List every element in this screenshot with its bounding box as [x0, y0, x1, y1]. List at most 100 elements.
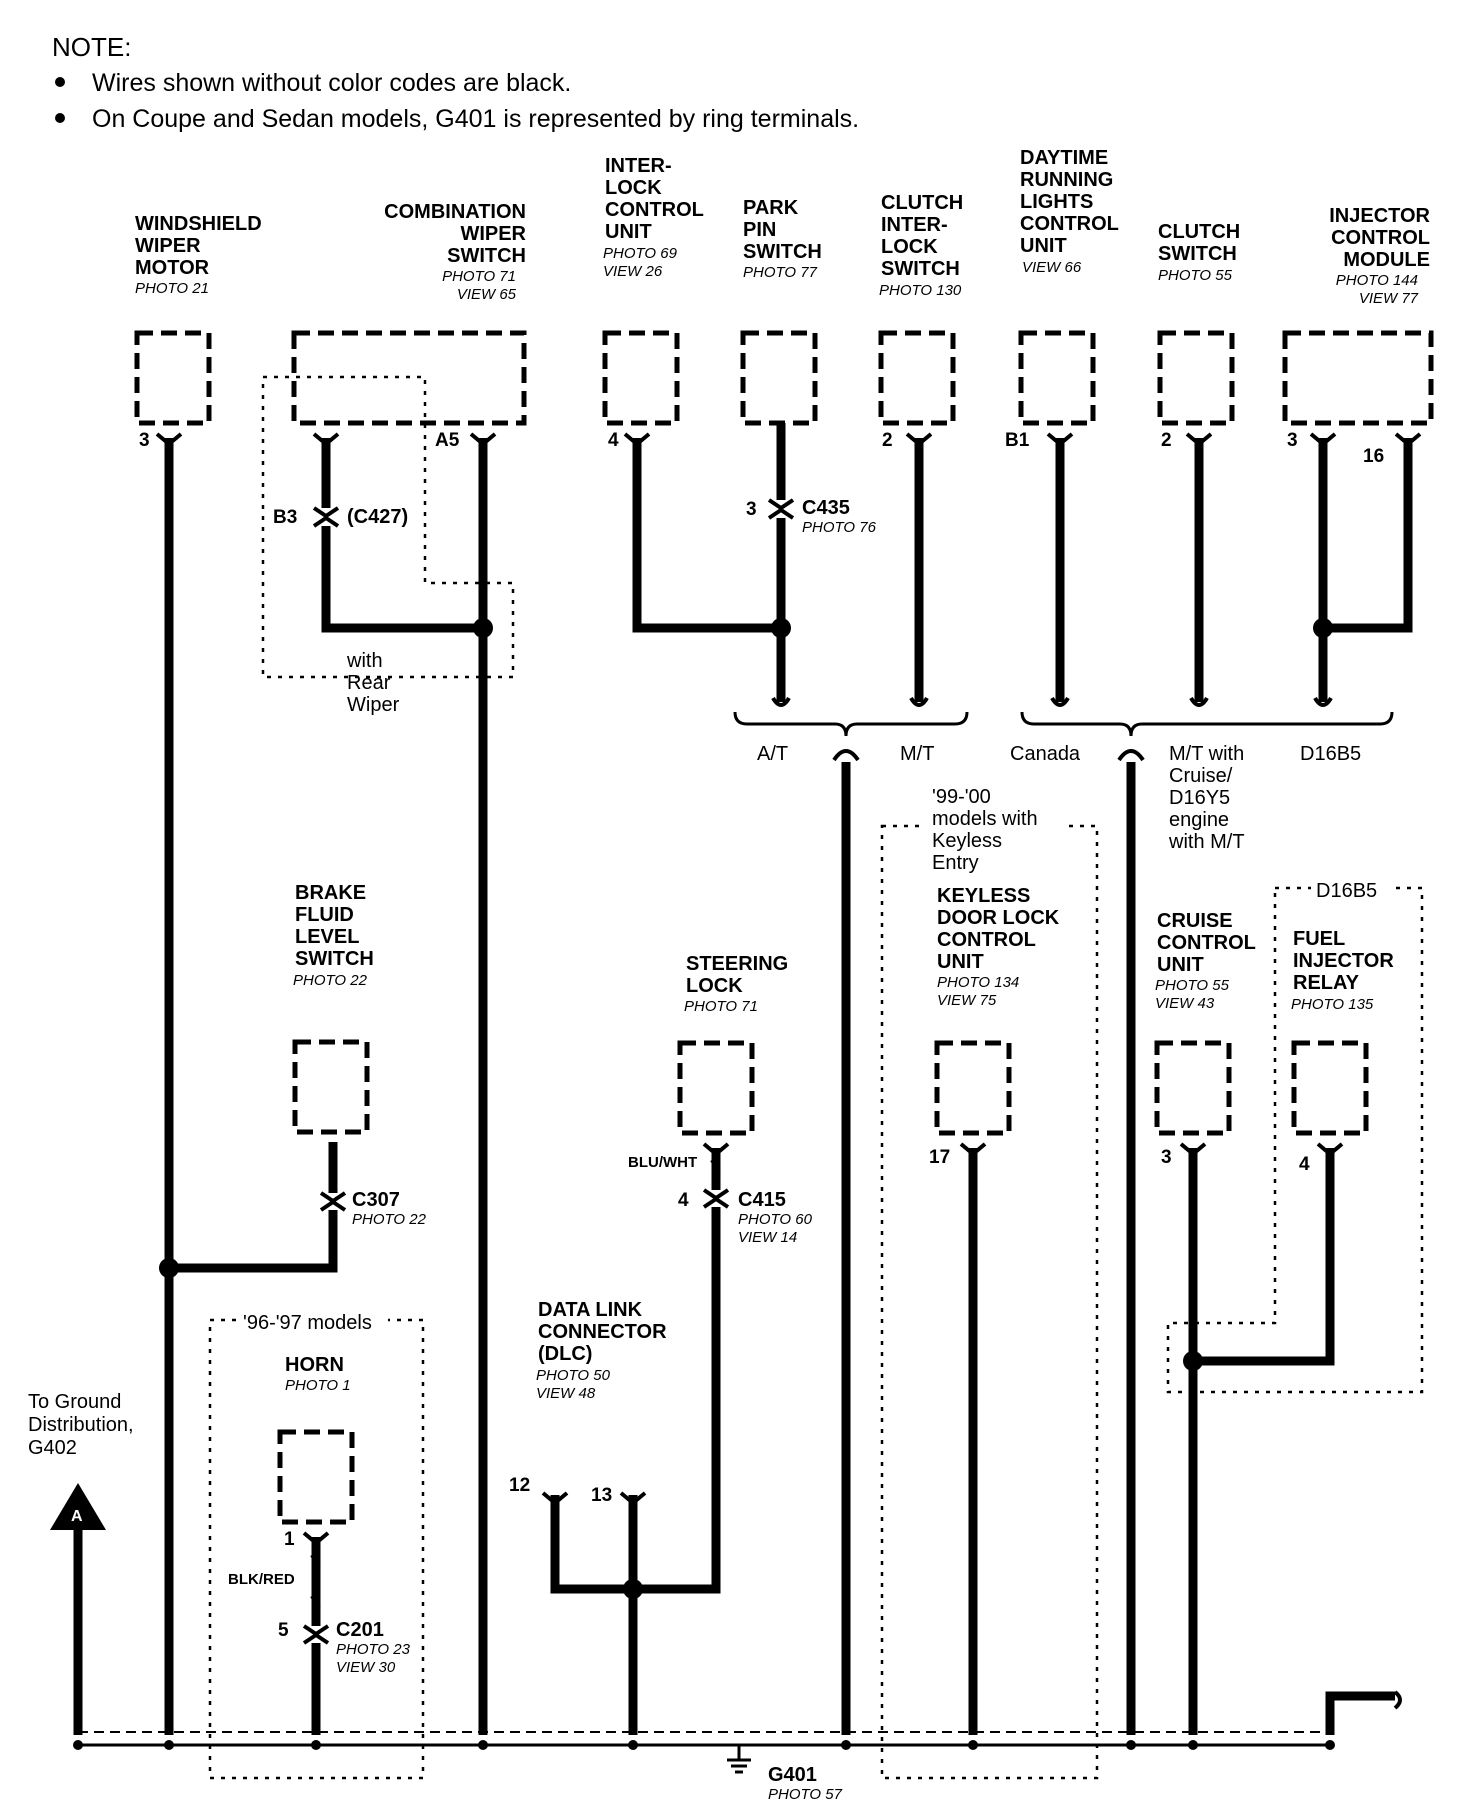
- option-end-icon: [771, 696, 791, 707]
- note-heading: NOTE:: [52, 32, 131, 62]
- splice-dot: [1183, 1351, 1203, 1371]
- pin-chevron-icon: [302, 1531, 330, 1546]
- photo-ref: PHOTO 135: [1291, 996, 1374, 1013]
- pin-number: 4: [1299, 1154, 1310, 1175]
- option-start-icon: [1117, 749, 1145, 762]
- ground-ref-2: Distribution,: [28, 1414, 134, 1436]
- clutch-interlock-box: [878, 330, 956, 426]
- label-clutch-interlock: CLUTCH INTER- LOCK SWITCH PHOTO 130 2: [879, 192, 963, 451]
- label-line: PIN: [743, 219, 776, 241]
- label-clutch-switch: CLUTCH SWITCH PHOTO 55 2: [1158, 221, 1240, 451]
- drl-unit-box: [1018, 330, 1096, 426]
- c435-photo: PHOTO 76: [802, 519, 877, 536]
- pin-number: 3: [1287, 430, 1298, 451]
- splice-dot: [623, 1579, 643, 1599]
- label-line: HORN: [285, 1354, 344, 1376]
- wires: [73, 423, 1413, 1735]
- pin-chevron-icon: [905, 432, 933, 447]
- c307-name: C307: [352, 1189, 400, 1211]
- photo-ref: PHOTO 22: [293, 972, 368, 989]
- pin-chevron-icon: [469, 432, 497, 447]
- option-end-icon: [1050, 696, 1070, 707]
- pin-chevron-icon: [623, 432, 651, 447]
- splice-dot: [159, 1258, 179, 1278]
- label-line: CONNECTOR: [538, 1321, 667, 1343]
- option-brace-icon: [733, 711, 969, 737]
- pin-chevron-icon: [155, 432, 183, 447]
- option-mt-cruise-4: engine: [1169, 809, 1229, 831]
- wire: [1323, 438, 1413, 633]
- option-mt-cruise-3: D16Y5: [1169, 787, 1230, 809]
- note-item-2: On Coupe and Sedan models, G401 is repre…: [92, 105, 859, 133]
- label-line: SWITCH: [881, 258, 960, 280]
- view-ref: VIEW 65: [457, 286, 517, 303]
- label-line: WINDSHIELD: [135, 213, 262, 235]
- keyless-models-1: '99-'00: [932, 786, 991, 808]
- view-ref: VIEW 26: [603, 263, 663, 280]
- label-line: INJECTOR: [1293, 950, 1394, 972]
- keyless-box: [934, 1040, 1012, 1136]
- inline-connector-icon: [312, 506, 340, 528]
- c415-pin: 4: [678, 1190, 689, 1211]
- photo-ref: PHOTO 21: [135, 280, 209, 297]
- option-d16b5: D16B5: [1300, 743, 1361, 765]
- splice-dot: [771, 618, 791, 638]
- label-line: LOCK: [686, 975, 743, 997]
- photo-ref: PHOTO 1: [285, 1377, 351, 1394]
- c415-name: C415: [738, 1189, 786, 1211]
- c201-view: VIEW 30: [336, 1659, 396, 1676]
- bus-terminal: [478, 1740, 488, 1750]
- bullet-icon: [55, 77, 65, 87]
- label-line: BRAKE: [295, 882, 366, 904]
- ground-ref-arrow-icon: [50, 1483, 106, 1530]
- label-line: FUEL: [1293, 928, 1345, 950]
- label-line: SWITCH: [1158, 243, 1237, 265]
- pin-chevron-icon: [1394, 432, 1422, 447]
- pin-number: 12: [509, 1475, 530, 1496]
- injector-module-box: [1282, 330, 1434, 426]
- c201-photo: PHOTO 23: [336, 1641, 411, 1658]
- wire: [169, 1210, 338, 1273]
- horn-models-label: '96-'97 models: [243, 1312, 372, 1334]
- pin-chevron-icon: [1316, 1142, 1344, 1157]
- label-line: KEYLESS: [937, 885, 1030, 907]
- label-line: CONTROL: [1157, 932, 1256, 954]
- wire-tick-icon: [710, 1158, 721, 1174]
- view-ref: VIEW 43: [1155, 995, 1215, 1012]
- label-line: DAYTIME: [1020, 147, 1108, 169]
- pin-chevron-icon: [541, 1491, 569, 1506]
- label-brake-fluid: BRAKE FLUID LEVEL SWITCH PHOTO 22: [293, 882, 374, 989]
- label-line: INTER-: [881, 214, 948, 236]
- option-end-icon: [1313, 696, 1333, 707]
- bus-terminal: [1325, 1740, 1335, 1750]
- c201-pin: 5: [278, 1620, 289, 1641]
- label-line: COMBINATION: [384, 201, 526, 223]
- option-canada: Canada: [1010, 743, 1081, 765]
- bus-terminal: [628, 1740, 638, 1750]
- label-line: INJECTOR: [1329, 205, 1430, 227]
- photo-ref: PHOTO 69: [603, 245, 678, 262]
- label-mask: [240, 1312, 388, 1330]
- pin-number: A5: [435, 430, 460, 451]
- bullet-icon: [55, 113, 65, 123]
- inline-connector-icon: [767, 498, 795, 520]
- pin-chevron-icon: [619, 1491, 647, 1506]
- label-line: CONTROL: [1331, 227, 1430, 249]
- label-line: FLUID: [295, 904, 354, 926]
- label-line: RELAY: [1293, 972, 1360, 994]
- option-at: A/T: [757, 743, 788, 765]
- label-line: CRUISE: [1157, 910, 1233, 932]
- ground-ref-marker: A: [71, 1508, 83, 1525]
- ground-symbol-icon: [727, 1745, 751, 1774]
- pin-number: 16: [1363, 446, 1384, 467]
- label-park-pin: PARK PIN SWITCH PHOTO 77: [743, 197, 822, 281]
- inline-connector-icon: [319, 1191, 347, 1212]
- option-mt-cruise-2: Cruise/: [1169, 765, 1233, 787]
- label-line: SWITCH: [447, 245, 526, 267]
- label-line: CONTROL: [605, 199, 704, 221]
- option-end-icon: [1189, 696, 1209, 707]
- bus-terminal: [1188, 1740, 1198, 1750]
- label-line: PARK: [743, 197, 799, 219]
- label-line: LOCK: [881, 236, 938, 258]
